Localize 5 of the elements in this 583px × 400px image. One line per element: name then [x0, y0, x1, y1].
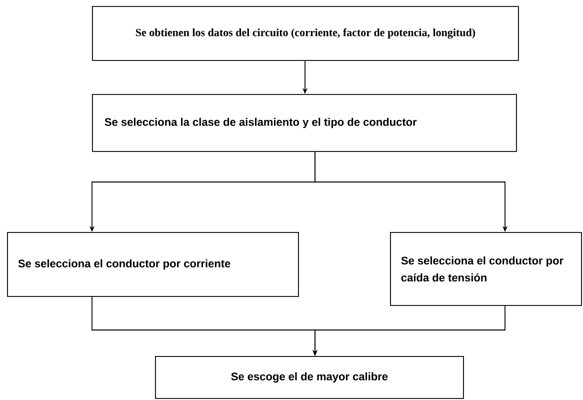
process-box: Se selecciona la clase de aislamiento y el tipo de conductor [92, 94, 517, 152]
process-box: Se selecciona el conductor por caída de tensión [390, 232, 582, 306]
process-box: Se obtienen los datos del circuito (corriente, factor de potencia, longitud) [92, 6, 519, 61]
process-box: Se selecciona el conductor por corriente [7, 232, 299, 297]
process-box: Se escoge el de mayor calibre [155, 356, 464, 399]
